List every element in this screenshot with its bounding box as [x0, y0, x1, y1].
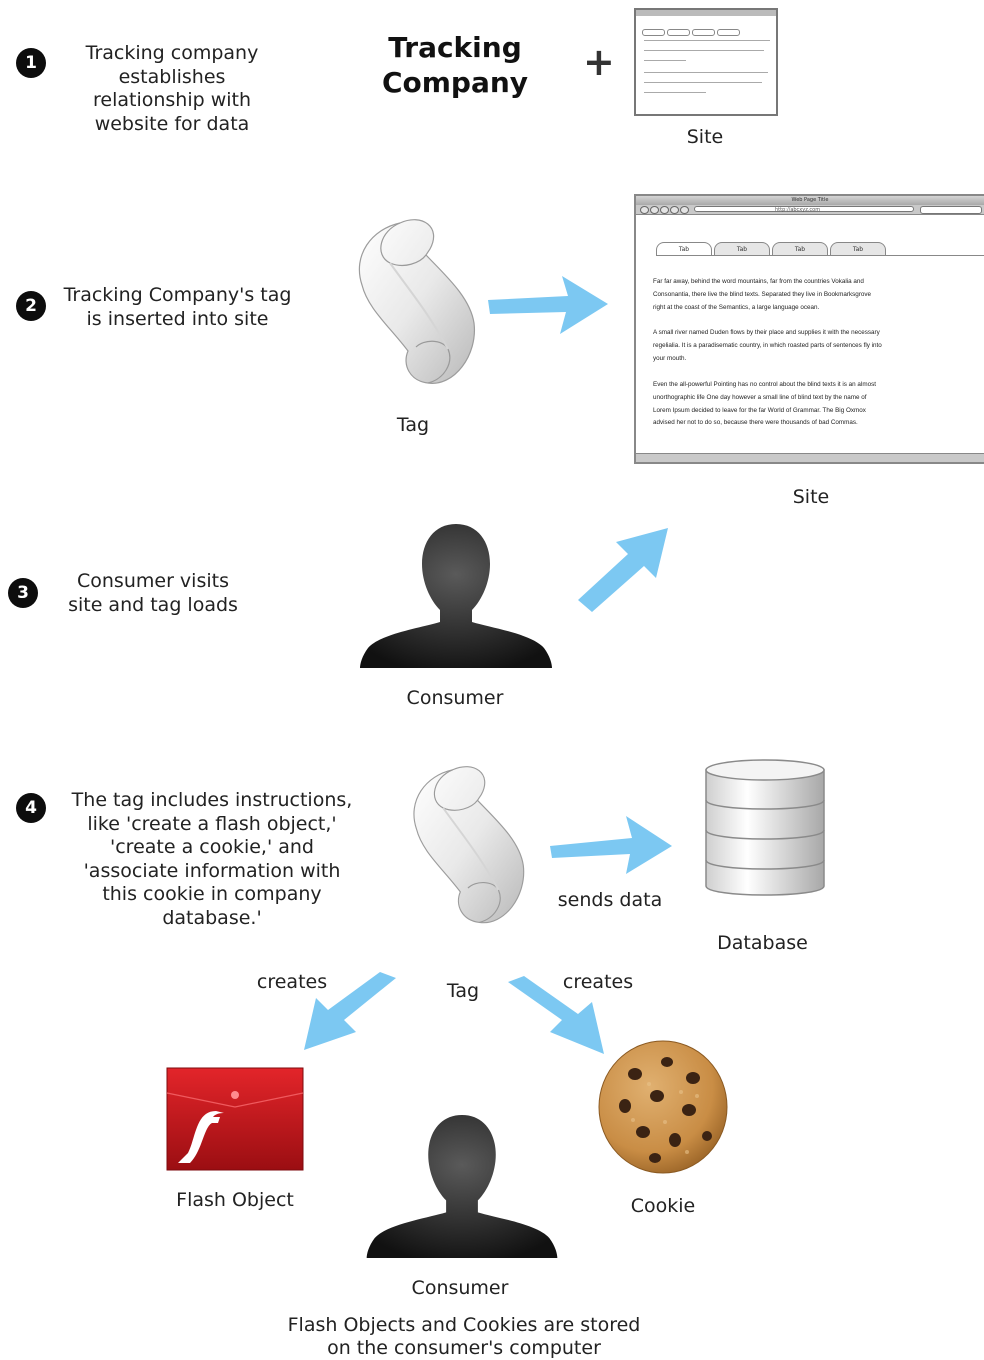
footer-caption: Flash Objects and Cookies are stored on …: [287, 1314, 641, 1359]
site-thumb-tab: [642, 29, 665, 36]
arrow-down-left-icon: [304, 972, 396, 1050]
arrow-right-icon-2: [550, 816, 672, 874]
site-label: Site: [686, 126, 724, 148]
site-paragraph: A small river named Duden flows by their…: [653, 329, 882, 362]
tag-label: Tag: [396, 414, 430, 436]
flash-object-label: Flash Object: [176, 1189, 294, 1211]
arrow-right-icon: [488, 276, 608, 334]
arrow-down-right-icon: [508, 976, 604, 1054]
site-tab: Tab: [772, 242, 828, 256]
site-search-field: [920, 206, 982, 214]
site-window-title: Web Page Title: [636, 196, 984, 205]
step-2-badge: 2: [16, 291, 46, 321]
site-tab: Tab: [714, 242, 770, 256]
consumer-silhouette-icon: [360, 524, 552, 668]
tag-scroll-icon-2: [413, 766, 525, 924]
consumer-label-2: Consumer: [411, 1277, 509, 1299]
creates-left-label: creates: [256, 971, 328, 993]
step-2-text: Tracking Company's tag is inserted into …: [63, 284, 292, 330]
sends-data-label: sends data: [557, 889, 663, 911]
step-4-text: The tag includes instructions, like 'cre…: [71, 789, 353, 929]
step-3-text: Consumer visits site and tag loads: [68, 570, 238, 616]
step-4-badge: 4: [16, 793, 46, 823]
site-thumb-tab: [717, 29, 740, 36]
site-tab: Tab: [830, 242, 886, 256]
step-1-badge: 1: [16, 48, 46, 78]
tag-label-2: Tag: [446, 980, 480, 1002]
tracking-company-title: Tracking Company: [381, 31, 529, 99]
consumer-silhouette-icon-2: [366, 1115, 558, 1258]
cookie-icon: [598, 1040, 728, 1174]
site-paragraph: Even the all-powerful Pointing has no co…: [653, 381, 876, 427]
site-url-field: http://abcxyz.com: [694, 206, 914, 213]
site-thumbnail-icon: [634, 8, 778, 116]
step-1-text: Tracking company establishes relationshi…: [85, 42, 259, 135]
flash-object-icon: [166, 1067, 304, 1171]
site-paragraph: Far far away, behind the word mountains,…: [653, 278, 872, 311]
database-icon: [705, 759, 825, 896]
site-window: Web Page Title http://abcxyz.com Tab Tab…: [634, 194, 984, 464]
site-label-2: Site: [792, 486, 830, 508]
database-label: Database: [717, 932, 808, 954]
site-thumb-tab: [692, 29, 715, 36]
site-thumb-tab: [667, 29, 690, 36]
consumer-label: Consumer: [406, 687, 504, 709]
creates-right-label: creates: [562, 971, 634, 993]
cookie-label: Cookie: [630, 1195, 696, 1217]
arrow-up-right-icon: [578, 528, 668, 612]
tag-scroll-icon: [358, 219, 475, 384]
plus-icon: +: [583, 40, 615, 84]
step-3-badge: 3: [8, 578, 38, 608]
site-tab: Tab: [656, 242, 712, 256]
